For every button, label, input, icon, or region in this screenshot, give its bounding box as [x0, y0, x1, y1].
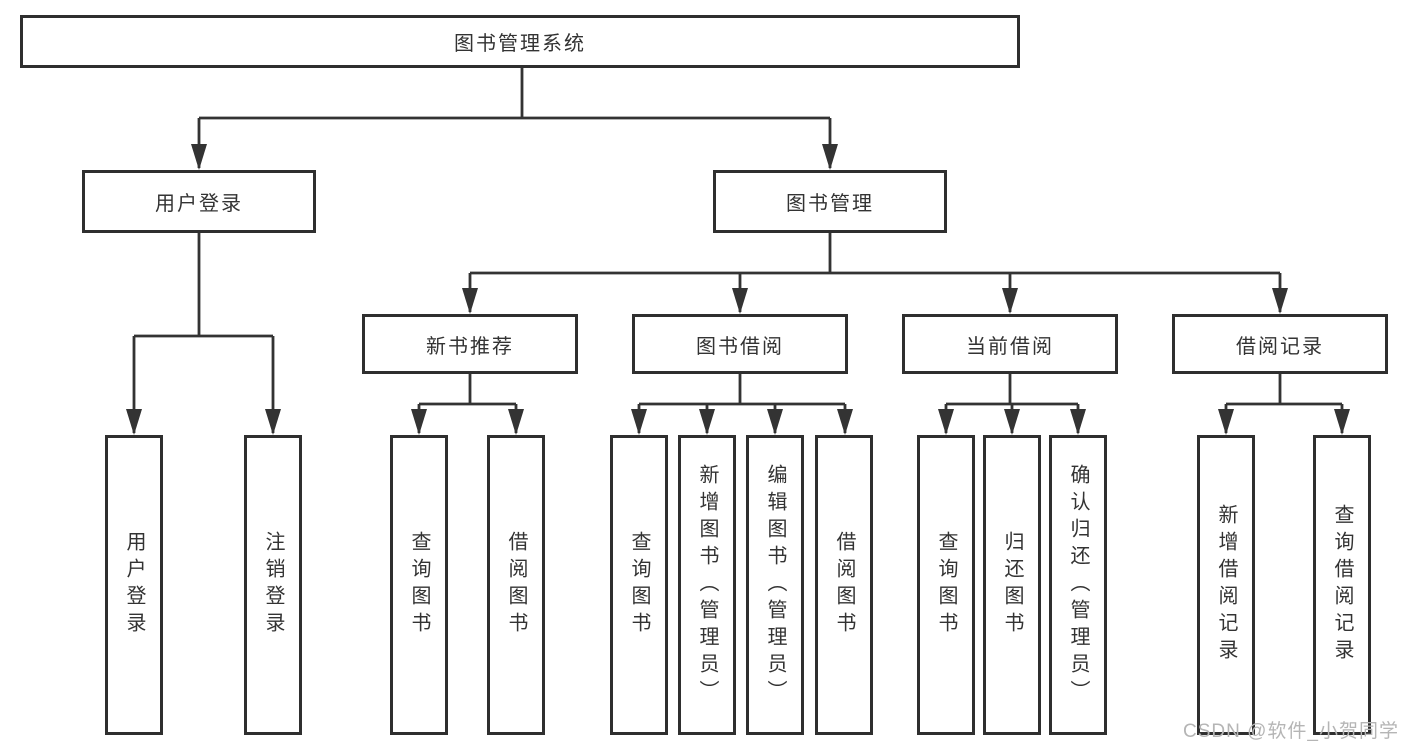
arrowhead — [767, 409, 783, 435]
node-user-login-branch: 用户登录 — [82, 170, 316, 233]
node-label: 用户登录 — [155, 193, 243, 215]
node-add-borrow-record: 新增借阅记录 — [1197, 435, 1255, 735]
node-confirm-return-admin: 确认归还（管理员） — [1049, 435, 1107, 735]
arrowhead — [1070, 409, 1086, 435]
arrowhead — [837, 409, 853, 435]
node-label: 查询图书 — [628, 531, 650, 639]
node-edit-book-admin: 编辑图书（管理员） — [746, 435, 804, 735]
node-borrow-books-recommend: 借阅图书 — [487, 435, 545, 735]
arrowhead — [732, 288, 748, 314]
arrowhead — [822, 144, 838, 170]
arrowhead — [1004, 409, 1020, 435]
arrowhead — [699, 409, 715, 435]
arrowhead — [191, 144, 207, 170]
node-return-books: 归还图书 — [983, 435, 1041, 735]
node-label: 查询借阅记录 — [1331, 504, 1353, 666]
arrowhead — [462, 288, 478, 314]
node-label: 借阅图书 — [505, 531, 527, 639]
connector — [417, 374, 518, 433]
node-label: 新增借阅记录 — [1215, 504, 1237, 666]
node-label: 确认归还（管理员） — [1067, 463, 1089, 707]
node-label: 借阅图书 — [833, 531, 855, 639]
node-user-login: 用户登录 — [105, 435, 163, 735]
connector — [197, 68, 832, 168]
arrowhead — [1272, 288, 1288, 314]
arrowhead — [265, 409, 281, 435]
watermark: CSDN @软件_小贺同学 — [1183, 721, 1399, 742]
node-root: 图书管理系统 — [20, 15, 1020, 68]
node-label: 当前借阅 — [966, 335, 1054, 358]
node-book-management: 图书管理 — [713, 170, 947, 233]
node-label: 图书借阅 — [696, 335, 784, 358]
connector — [637, 374, 847, 433]
arrowhead — [1002, 288, 1018, 314]
node-logout: 注销登录 — [244, 435, 302, 735]
node-borrow-books: 借阅图书 — [815, 435, 873, 735]
node-borrowing-records: 借阅记录 — [1172, 314, 1388, 374]
node-label: 用户登录 — [123, 531, 145, 639]
arrowhead — [938, 409, 954, 435]
node-label: 归还图书 — [1001, 531, 1023, 639]
arrowhead — [631, 409, 647, 435]
arrowhead — [1334, 409, 1350, 435]
node-label: 新增图书（管理员） — [696, 463, 718, 707]
connector — [132, 233, 275, 433]
node-label: 查询图书 — [408, 531, 430, 639]
node-new-book-recommend: 新书推荐 — [362, 314, 578, 374]
node-book-borrowing: 图书借阅 — [632, 314, 848, 374]
arrowhead — [508, 409, 524, 435]
node-label: 新书推荐 — [426, 335, 514, 358]
connector — [1224, 374, 1344, 433]
node-label: 查询图书 — [935, 531, 957, 639]
node-query-borrow-record: 查询借阅记录 — [1313, 435, 1371, 735]
node-label: 编辑图书（管理员） — [764, 463, 786, 707]
connector — [468, 233, 1282, 312]
node-add-book-admin: 新增图书（管理员） — [678, 435, 736, 735]
arrowhead — [411, 409, 427, 435]
node-current-borrowing: 当前借阅 — [902, 314, 1118, 374]
arrowhead — [1218, 409, 1234, 435]
node-root-label: 图书管理系统 — [454, 33, 586, 55]
node-query-books-recommend: 查询图书 — [390, 435, 448, 735]
node-label: 注销登录 — [262, 531, 284, 639]
node-label: 图书管理 — [786, 193, 874, 215]
node-label: 借阅记录 — [1236, 335, 1324, 358]
arrowhead — [126, 409, 142, 435]
node-query-books-current: 查询图书 — [917, 435, 975, 735]
node-query-books-borrowing: 查询图书 — [610, 435, 668, 735]
